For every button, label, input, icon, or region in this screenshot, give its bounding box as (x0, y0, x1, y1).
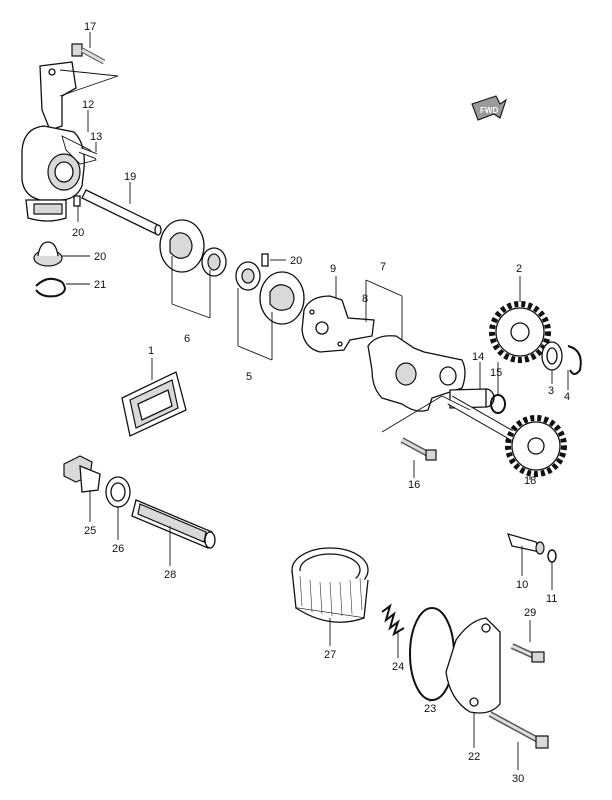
callout-30: 29 (524, 607, 536, 619)
part-11-o-ring (547, 549, 557, 563)
callout-3: 3 (548, 385, 554, 397)
part-12-13-pins (78, 147, 98, 159)
part-31-bolt (488, 711, 549, 749)
part-21-cap (33, 241, 63, 267)
part-7-pump-body (367, 335, 466, 412)
part-17-bolt (71, 43, 106, 65)
part-27-washer (105, 476, 131, 508)
callout-22: 21 (94, 279, 106, 291)
part-housing-upper-left (21, 61, 97, 222)
part-23-filter-cover (445, 617, 501, 714)
part-28-oil-filter (291, 547, 369, 623)
callout-2: 2 (516, 263, 522, 275)
callout-20-middle: 20 (290, 255, 302, 267)
part-30-bolt (510, 643, 545, 663)
callout-19: 19 (124, 171, 136, 183)
callout-9: 9 (330, 263, 336, 275)
callout-15: 15 (490, 367, 502, 379)
part-20-pin-middle (261, 253, 269, 267)
forward-direction-badge: FWD (471, 95, 508, 121)
callout-5: 5 (246, 371, 252, 383)
part-20-pin-left (73, 195, 81, 207)
fwd-badge-label: FWD (480, 106, 498, 115)
part-5-rotor-set (235, 261, 305, 325)
part-19-shaft (81, 189, 162, 236)
part-3-washer (541, 341, 563, 371)
callout-8: 8 (362, 293, 368, 305)
callout-24: 23 (424, 703, 436, 715)
part-2-sprocket (489, 301, 551, 363)
callout-7: 7 (380, 261, 386, 273)
callout-29: 28 (164, 569, 176, 581)
part-6-rotor-set (159, 219, 227, 277)
part-4-circlip (567, 345, 582, 375)
callout-20-left: 20 (72, 227, 84, 239)
callout-31: 30 (512, 773, 524, 785)
part-25-spring (381, 603, 405, 637)
part-29-strainer (131, 499, 216, 549)
callout-12: 12 (82, 99, 94, 111)
callout-23: 22 (468, 751, 480, 763)
callout-21: 20 (94, 251, 106, 263)
callout-13: 13 (90, 131, 102, 143)
callout-10: 10 (516, 579, 528, 591)
part-15-o-ring (490, 394, 506, 414)
callout-labels: 17 12 13 19 20 20 21 20 6 5 9 7 8 2 3 4 … (72, 21, 570, 785)
callout-27: 26 (112, 543, 124, 555)
part-26-plug (63, 455, 101, 493)
part-1-gasket (121, 371, 187, 437)
part-24-o-ring (409, 607, 455, 701)
callout-1: 1 (148, 345, 154, 357)
leader-lines (59, 32, 569, 770)
part-9-plate (301, 295, 375, 353)
callout-17: 17 (84, 21, 96, 33)
part-18-sprocket (447, 395, 567, 477)
callout-18: 18 (524, 475, 536, 487)
callout-25: 24 (392, 661, 404, 673)
callout-14: 14 (472, 351, 484, 363)
part-16-bolt (400, 437, 437, 461)
part-10-plug (506, 533, 545, 555)
callout-16: 16 (408, 479, 420, 491)
callout-4: 4 (564, 391, 570, 403)
callout-28: 27 (324, 649, 336, 661)
part-22-circlip (35, 277, 66, 298)
callout-11: 11 (546, 593, 557, 605)
callout-26: 25 (84, 525, 96, 537)
callout-6: 6 (184, 333, 190, 345)
